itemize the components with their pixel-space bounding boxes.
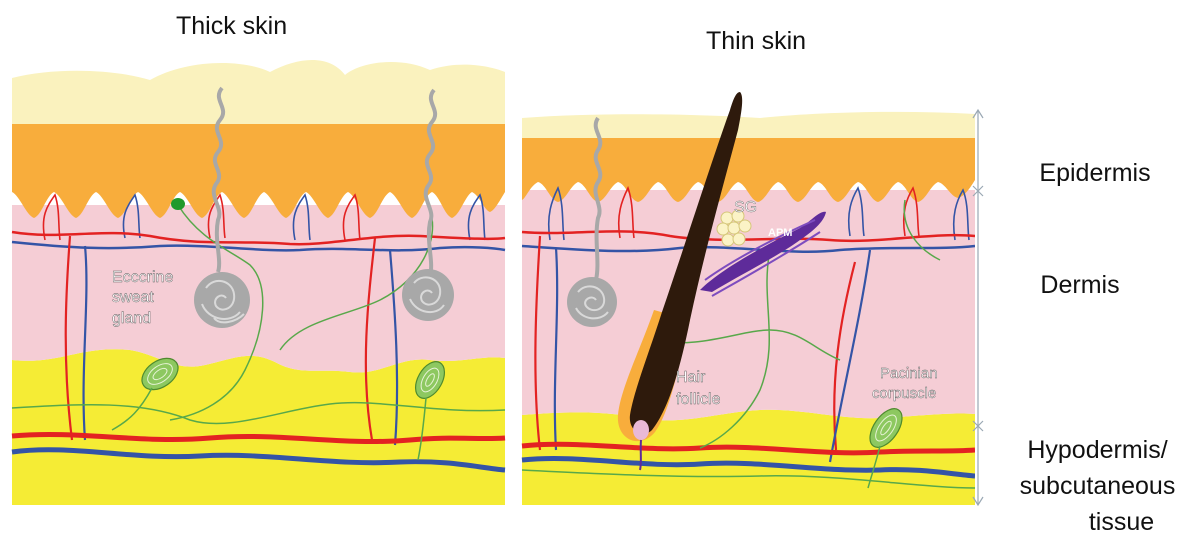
thick-meissner-corpuscle — [171, 198, 185, 210]
thick-sweat-gland-2 — [402, 269, 454, 321]
epidermis-label: Epidermis — [1000, 155, 1190, 191]
dermis-label: Dermis — [985, 267, 1175, 303]
hair-follicle-label-line1: Hair — [676, 369, 706, 386]
hypodermis-label: Hypodermis/ subcutaneous tissue — [1000, 432, 1195, 540]
apm-label: APM — [768, 227, 792, 239]
thin-skin-block — [522, 92, 975, 505]
hair-bulb — [633, 420, 649, 440]
eccrine-label-line3: gland — [112, 310, 151, 327]
thin-stratum-corneum — [522, 112, 975, 142]
hypodermis-label-line3: tissue — [1000, 504, 1195, 540]
thick-skin-title: Thick skin — [176, 12, 287, 41]
thick-skin-block — [12, 60, 505, 505]
thick-sweat-gland-1 — [194, 272, 250, 328]
sg-label: SG — [734, 199, 757, 216]
pacinian-label-line1: Pacinian — [880, 365, 938, 382]
hypodermis-label-line2: subcutaneous — [1000, 468, 1195, 504]
pacinian-label-line2: corpuscle — [872, 385, 936, 402]
thin-sweat-gland — [567, 277, 617, 327]
hypodermis-label-line1: Hypodermis/ — [1000, 432, 1195, 468]
hair-follicle-label-line2: follicle — [676, 391, 721, 408]
eccrine-label-line2: sweat — [112, 289, 154, 306]
eccrine-label-line1: Ecccrine — [112, 269, 173, 286]
thin-skin-title: Thin skin — [706, 27, 806, 56]
